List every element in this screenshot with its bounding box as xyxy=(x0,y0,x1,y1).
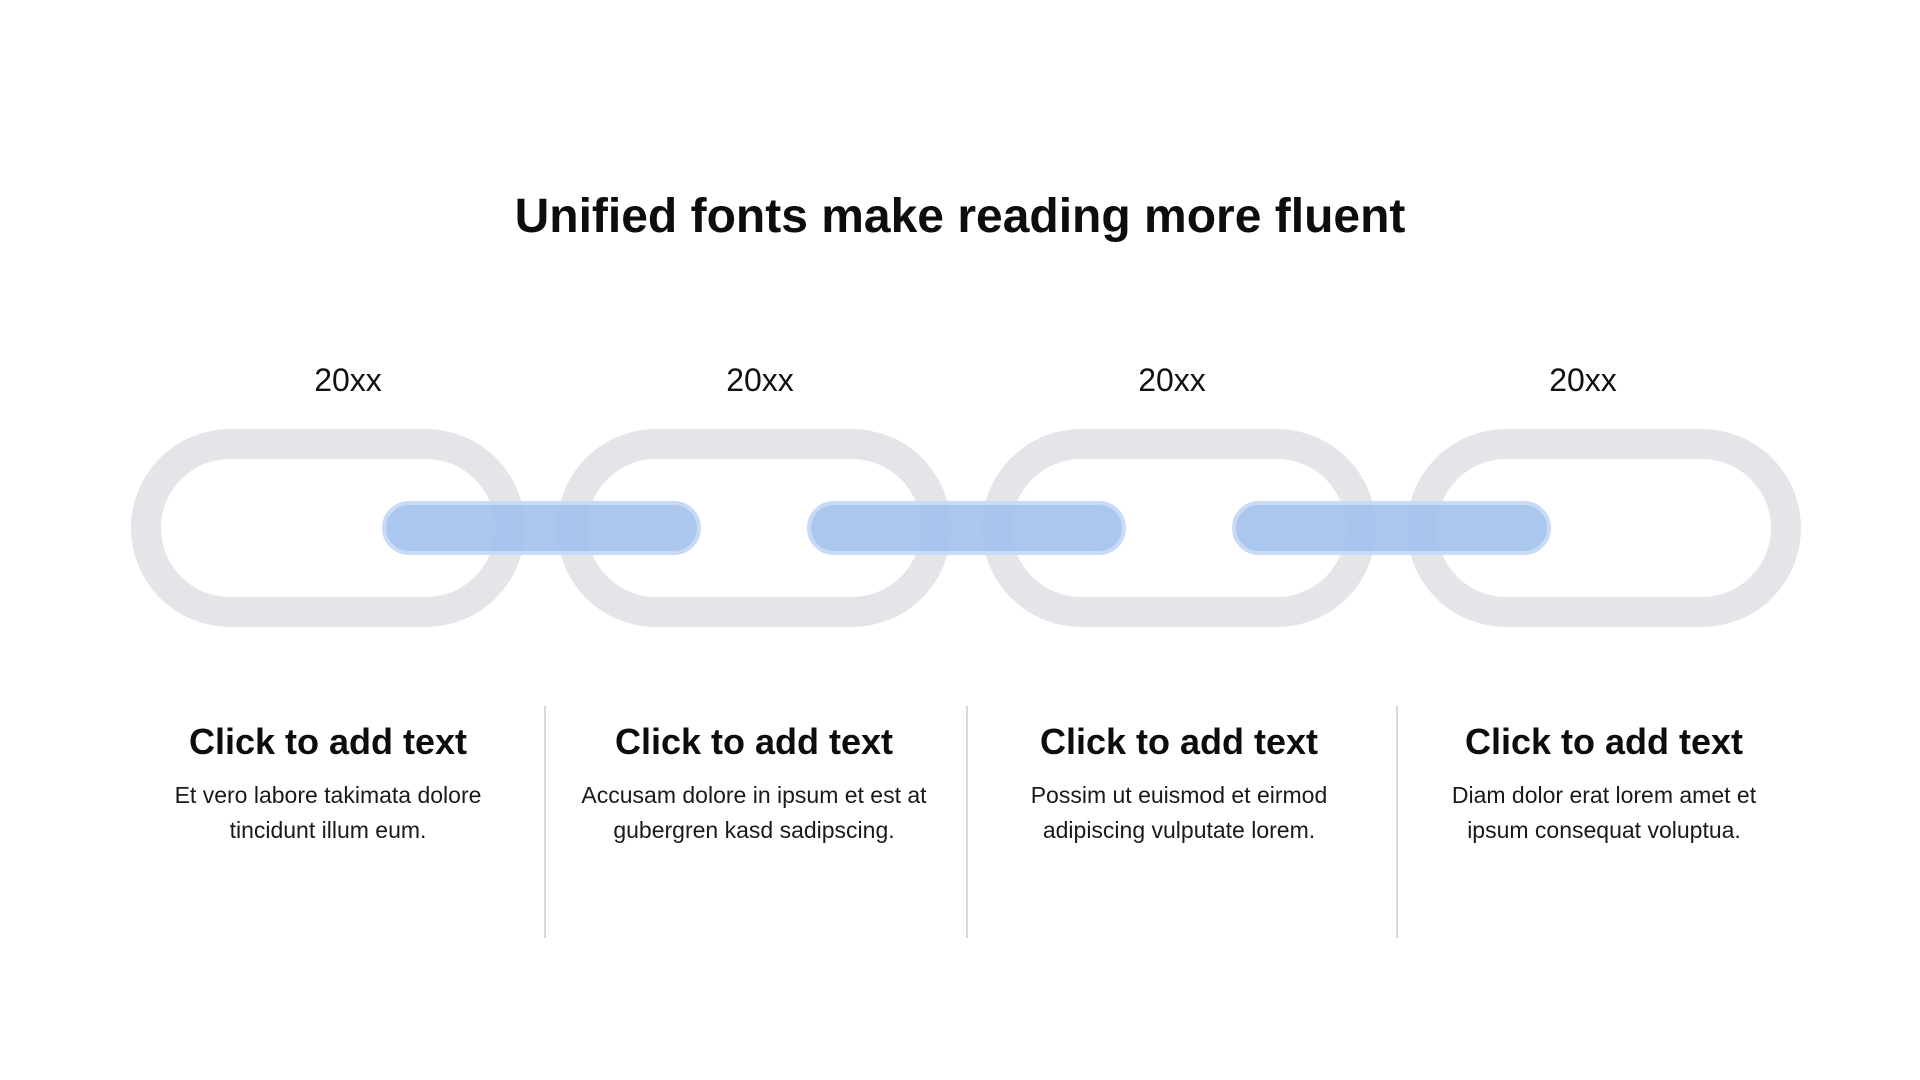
step-heading-1[interactable]: Click to add text xyxy=(188,721,468,762)
step-body-2[interactable]: Accusam dolore in ipsum et est at guberg… xyxy=(581,782,927,843)
chain-link-1 xyxy=(382,501,701,555)
step-heading-2[interactable]: Click to add text xyxy=(614,721,894,762)
year-label-2: 20xx xyxy=(726,362,794,398)
step-body-4[interactable]: Diam dolor erat lorem amet et ipsum cons… xyxy=(1451,782,1757,843)
step-body-3[interactable]: Possim ut euismod et eirmod adipiscing v… xyxy=(1030,782,1328,843)
column-divider-1 xyxy=(544,706,546,938)
step-body-1[interactable]: Et vero labore takimata dolore tincidunt… xyxy=(174,782,482,843)
step-heading-3[interactable]: Click to add text xyxy=(1039,721,1319,762)
step-heading-4[interactable]: Click to add text xyxy=(1464,721,1744,762)
chain-link-3 xyxy=(1232,501,1551,555)
chain-links xyxy=(382,501,1551,555)
step-column-4: Click to add text Diam dolor erat lorem … xyxy=(1394,714,1814,848)
year-label-1: 20xx xyxy=(314,362,382,398)
column-divider-2 xyxy=(966,706,968,938)
year-label-3: 20xx xyxy=(1138,362,1206,398)
chain-link-2 xyxy=(807,501,1126,555)
year-label-4: 20xx xyxy=(1549,362,1617,398)
step-column-3: Click to add text Possim ut euismod et e… xyxy=(969,714,1389,848)
slide-title: Unified fonts make reading more fluent xyxy=(514,190,1406,243)
step-column-1: Click to add text Et vero labore takimat… xyxy=(118,714,538,848)
column-divider-3 xyxy=(1396,706,1398,938)
step-column-2: Click to add text Accusam dolore in ipsu… xyxy=(544,714,964,848)
